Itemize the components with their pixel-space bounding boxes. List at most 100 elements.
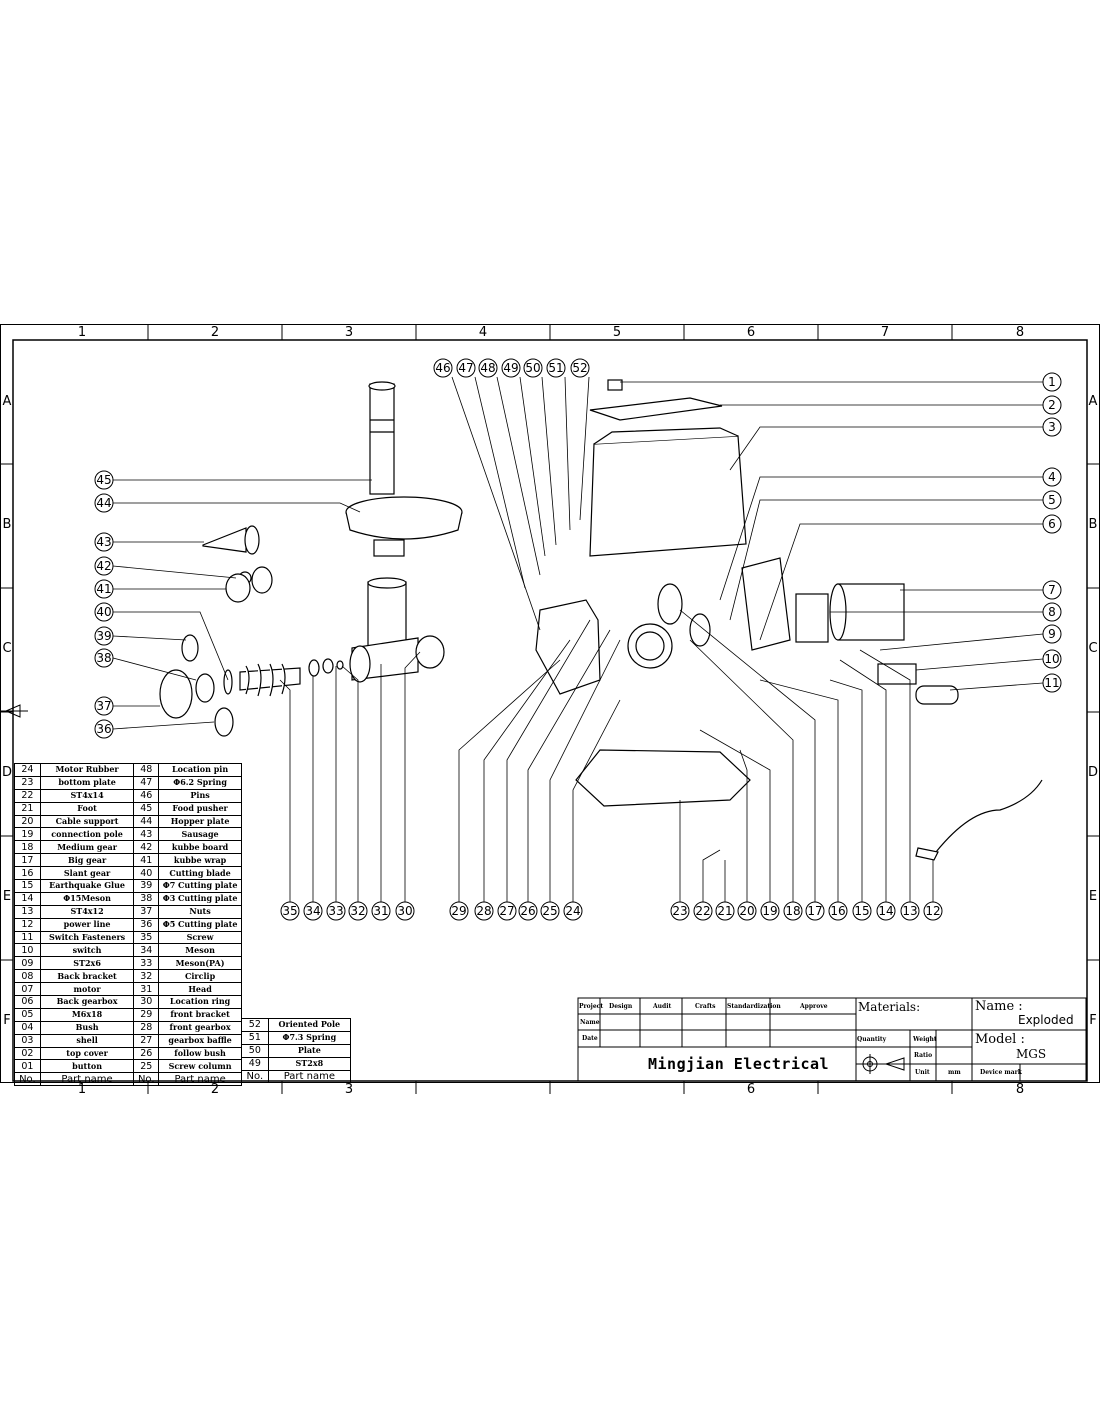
leader-line xyxy=(564,376,571,531)
part-name: Φ6.2 Spring xyxy=(158,775,242,790)
part-name: button xyxy=(39,1059,135,1074)
leader-line xyxy=(483,639,571,902)
callout-17: 17 xyxy=(805,901,825,921)
part-name: Meson(PA) xyxy=(158,956,242,971)
part-name: ST4x12 xyxy=(39,904,135,919)
project-label: Project xyxy=(579,1003,604,1010)
ratio-label: Ratio xyxy=(914,1052,933,1059)
part-name: kubbe wrap xyxy=(158,853,242,868)
part-name: Cable support xyxy=(39,814,135,829)
part-name: switch xyxy=(39,943,135,958)
part-number: 05 xyxy=(14,1007,41,1022)
callout-number: 49 xyxy=(503,361,518,375)
callout-26: 26 xyxy=(518,901,538,921)
part-name: Location pin xyxy=(158,763,242,777)
quantity-label: Quantity xyxy=(857,1036,887,1043)
callout-22: 22 xyxy=(693,901,713,921)
part-number: 45 xyxy=(133,801,160,816)
part-number: 50 xyxy=(241,1043,269,1058)
callout-number: 46 xyxy=(435,361,450,375)
callout-number: 44 xyxy=(96,496,111,510)
part-name: Plate xyxy=(267,1043,352,1058)
crafts-label: Crafts xyxy=(695,1003,716,1010)
callout-33: 33 xyxy=(326,901,346,921)
part-number: 08 xyxy=(14,969,41,984)
part-name: Φ7.3 Spring xyxy=(267,1030,352,1045)
grid-row-d-right: D xyxy=(1087,765,1098,780)
part-number: 31 xyxy=(133,982,160,997)
grid-row-b-right: B xyxy=(1088,517,1098,532)
part-name: Earthquake Glue xyxy=(39,879,135,893)
part-number: 04 xyxy=(14,1020,41,1035)
drawing-name: Exploded xyxy=(1018,1013,1074,1027)
part-number: 23 xyxy=(14,775,41,790)
leader-line xyxy=(702,849,721,902)
part-number: 51 xyxy=(241,1030,269,1045)
part-number: 33 xyxy=(133,956,160,971)
model-value: MGS xyxy=(1016,1047,1047,1061)
callout-30: 30 xyxy=(395,901,415,921)
callout-46: 46 xyxy=(433,358,453,378)
callout-10: 10 xyxy=(1042,649,1062,669)
grid-row-c: C xyxy=(2,641,12,656)
leader-line xyxy=(527,629,611,902)
leader-line xyxy=(949,682,1044,691)
part-number: 16 xyxy=(14,866,41,881)
grid-col-6-bottom: 6 xyxy=(746,1082,756,1097)
callout-number: 23 xyxy=(672,904,687,918)
callout-number: 12 xyxy=(925,904,940,918)
callout-45: 45 xyxy=(94,470,114,490)
callout-number: 51 xyxy=(548,361,563,375)
part-number: 17 xyxy=(14,853,41,868)
part-number: 29 xyxy=(133,1007,160,1022)
grid-col-5: 5 xyxy=(612,325,622,340)
part-number: 11 xyxy=(14,930,41,945)
center-marker xyxy=(0,704,28,718)
leader-line xyxy=(759,523,1043,641)
grid-row-f-right: F xyxy=(1089,1013,1097,1028)
leader-line xyxy=(719,476,1043,601)
callout-number: 52 xyxy=(572,361,587,375)
grid-ticks xyxy=(0,325,1100,1094)
grid-col-8: 8 xyxy=(1015,325,1025,340)
callout-40: 40 xyxy=(94,602,114,622)
header-part-name: Part name xyxy=(158,1072,242,1087)
part-number: 30 xyxy=(133,995,160,1009)
callout-number: 6 xyxy=(1048,517,1056,531)
callout-number: 2 xyxy=(1048,398,1056,412)
part-number: 28 xyxy=(133,1020,160,1035)
callout-20: 20 xyxy=(737,901,757,921)
model-label: Model : xyxy=(975,1032,1025,1047)
callout-4: 4 xyxy=(1042,467,1062,487)
leader-line xyxy=(839,659,887,902)
callout-25: 25 xyxy=(540,901,560,921)
callout-number: 28 xyxy=(476,904,491,918)
part-name: Switch Fasteners xyxy=(39,930,135,945)
grid-col-7: 7 xyxy=(880,325,890,340)
callout-43: 43 xyxy=(94,532,114,552)
leader-line xyxy=(829,679,863,902)
callout-number: 15 xyxy=(854,904,869,918)
callout-42: 42 xyxy=(94,556,114,576)
leader-line xyxy=(113,502,361,513)
callout-39: 39 xyxy=(94,626,114,646)
unit-label: Unit xyxy=(915,1069,930,1076)
part-number: 21 xyxy=(14,801,41,816)
part-name: Bush xyxy=(39,1020,135,1035)
grid-row-b: B xyxy=(2,517,12,532)
callout-3: 3 xyxy=(1042,417,1062,437)
part-number: 13 xyxy=(14,904,41,919)
callout-12: 12 xyxy=(923,901,943,921)
part-name: front bracket xyxy=(158,1007,242,1022)
callout-19: 19 xyxy=(760,901,780,921)
callout-49: 49 xyxy=(501,358,521,378)
part-name: power line xyxy=(39,917,135,932)
